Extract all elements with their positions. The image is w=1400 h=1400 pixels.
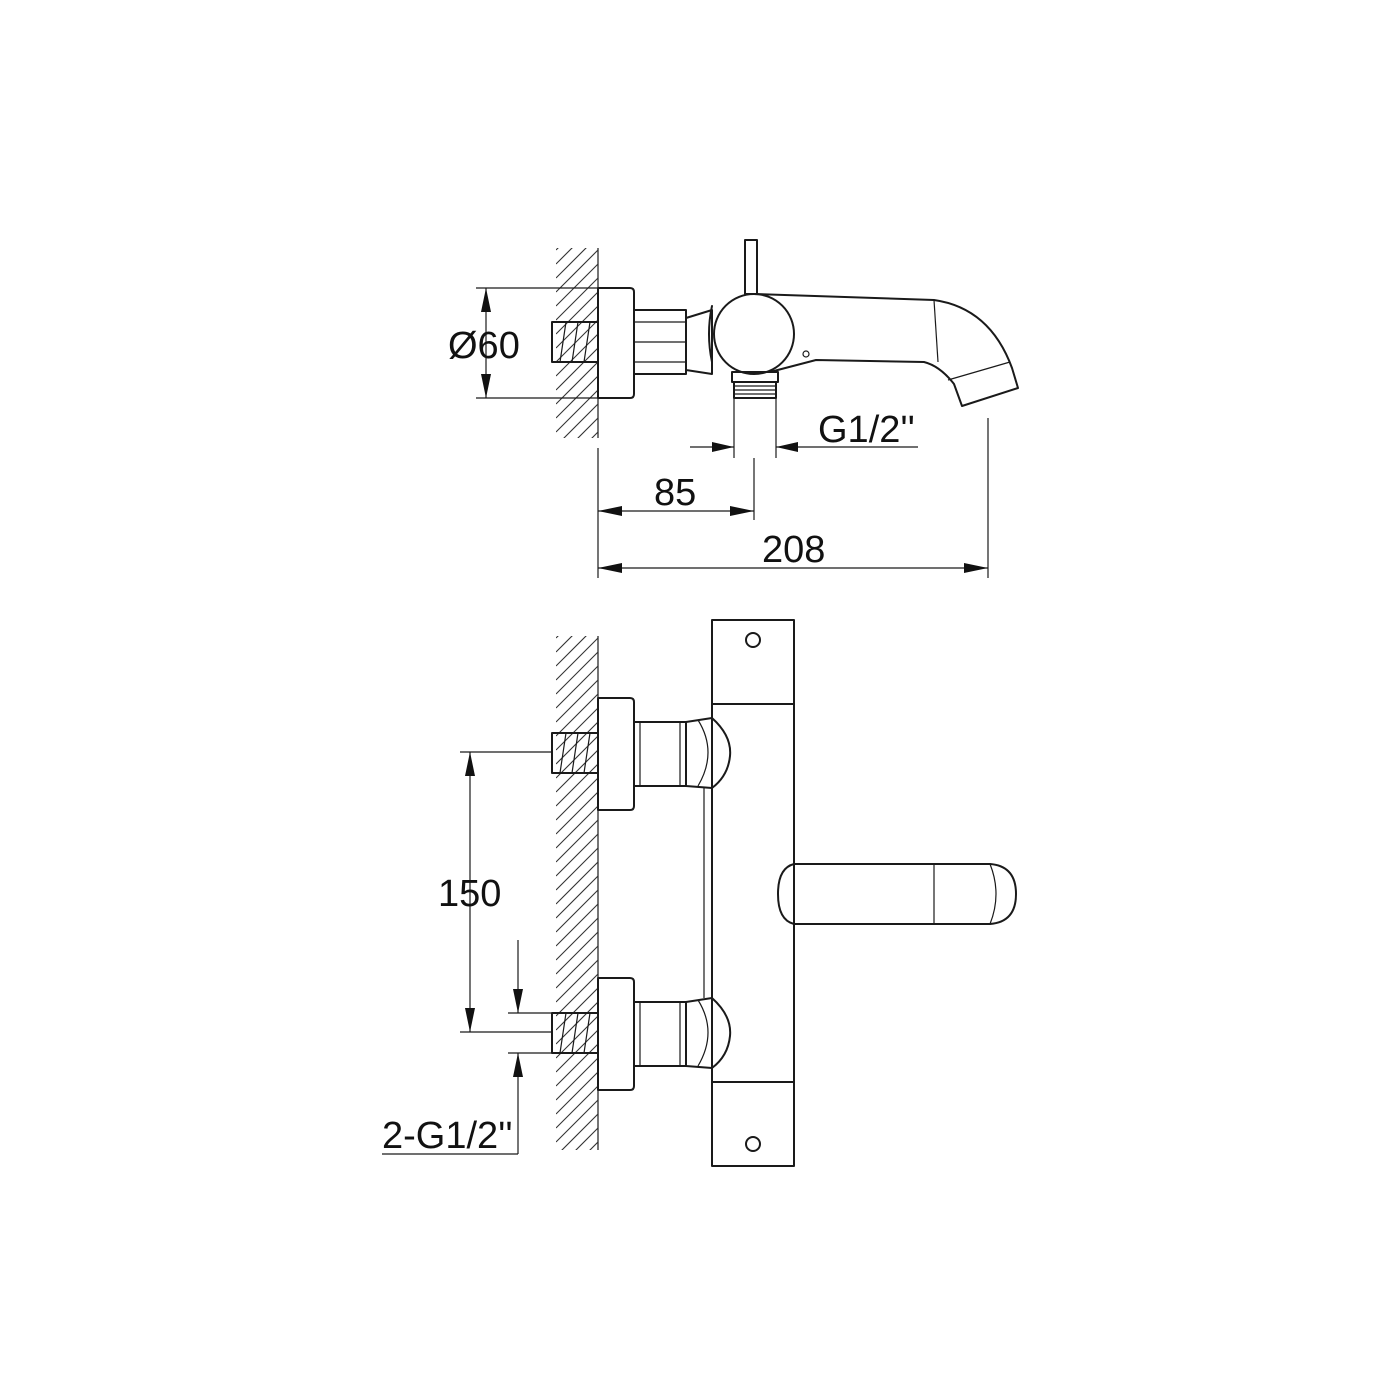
hatch-line (556, 833, 598, 877)
dim-outlet-thread: G1/2'' (690, 398, 918, 458)
lever-handle-side (744, 239, 758, 295)
hatch-line (556, 1071, 598, 1115)
wall-hatch-top (556, 248, 599, 516)
control-knob-side (713, 293, 795, 375)
hatch-line (556, 319, 598, 363)
dim-outlet-thread-label: G1/2'' (818, 409, 915, 451)
hatch-line (556, 987, 598, 1031)
hatch-line (556, 959, 598, 1003)
hatch-line (575, 1127, 598, 1150)
hatch-line (556, 1099, 598, 1143)
hatch-line (556, 1156, 598, 1198)
hatch-line (556, 474, 598, 516)
hatch-line (556, 903, 598, 947)
hatch-line (577, 417, 598, 438)
hatch-line (563, 403, 598, 438)
hatch-line (556, 861, 598, 905)
hatch-line (556, 347, 598, 391)
inlet-upper (551, 697, 732, 811)
hatch-line (556, 446, 598, 488)
side-view: Ø60 G1/2'' 85 208 (448, 239, 1019, 578)
hatch-line (561, 1113, 598, 1150)
hatch-line (556, 277, 598, 321)
hatch-line (556, 945, 598, 989)
hatch-line (556, 651, 598, 695)
dim-inlet-threads-label: 2-G1/2'' (382, 1115, 513, 1157)
hatch-line (556, 460, 598, 502)
hatch-line (589, 1141, 598, 1150)
front-view: 150 2-G1/2'' (382, 619, 1017, 1226)
hatch-line (556, 248, 573, 265)
hatch-line (556, 636, 559, 639)
hatch-line (556, 291, 598, 335)
connector-rail (703, 788, 713, 998)
hatch-line (556, 248, 587, 279)
hatch-line (556, 889, 598, 933)
screw-hole-top (745, 632, 761, 648)
dim-handle-offset-label: 85 (654, 472, 696, 514)
dim-overall-depth: 208 (598, 418, 989, 578)
dim-handle-offset: 85 (597, 448, 755, 578)
dim-diameter: Ø60 (448, 287, 598, 399)
hatch-line (556, 1015, 598, 1059)
hatch-line (556, 735, 598, 779)
hatch-line (556, 375, 598, 419)
dim-diameter-label: Ø60 (448, 325, 520, 367)
hatch-line (556, 263, 598, 307)
dim-inlet-spacing-label: 150 (438, 873, 501, 915)
hatch-line (556, 1184, 598, 1226)
hatch-line (556, 777, 598, 821)
hatch-line (556, 749, 598, 793)
dim-overall-depth-label: 208 (762, 529, 825, 571)
hatch-line (556, 847, 598, 891)
hatch-line (556, 1170, 598, 1212)
hatch-line (556, 1029, 598, 1073)
hatch-line (556, 1057, 598, 1101)
hex-nut-side (633, 309, 687, 375)
hatch-line (556, 636, 587, 667)
hatch-line (556, 693, 598, 737)
dim-inlet-threads: 2-G1/2'' (382, 940, 552, 1157)
hatch-line (556, 389, 598, 433)
spout-front (777, 863, 1017, 925)
mixer-body-front (711, 619, 795, 1167)
hatch-line (556, 665, 598, 709)
hatch-line (556, 636, 573, 653)
hatch-line (556, 875, 598, 919)
hatch-line (556, 931, 598, 975)
hatch-line (556, 679, 598, 723)
hatch-line (556, 791, 598, 835)
shower-outlet-side (731, 371, 779, 399)
hatch-line (591, 431, 598, 438)
hatch-line (556, 249, 598, 293)
hatch-line (556, 1085, 598, 1129)
spout-side (753, 293, 1019, 407)
inlet-pipe-side (551, 321, 599, 363)
hatch-line (556, 361, 598, 405)
dim-inlet-spacing: 150 (438, 751, 552, 1033)
hatch-line (556, 973, 598, 1017)
hatch-line (556, 248, 559, 251)
valve-body-side (685, 309, 713, 375)
hatch-line (556, 637, 598, 681)
escutcheon-side (597, 287, 635, 399)
hatch-line (556, 707, 598, 751)
hatch-line (556, 805, 598, 849)
hatch-line (556, 917, 598, 961)
wall-hatch-bottom (556, 636, 599, 1226)
inlet-lower (551, 977, 732, 1091)
screw-hole-bottom (745, 1136, 761, 1152)
hatch-line (556, 1043, 598, 1087)
hatch-line (556, 333, 598, 377)
hatch-line (556, 763, 598, 807)
hatch-line (556, 819, 598, 863)
